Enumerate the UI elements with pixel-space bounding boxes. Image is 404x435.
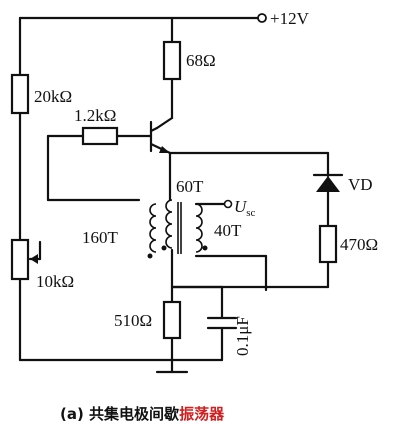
turns-160t-label: 160T xyxy=(82,228,119,247)
diode-triangle xyxy=(316,176,340,192)
emitter-arrow xyxy=(159,146,170,153)
polarity-dot-60t xyxy=(161,245,167,251)
r-collector-label: 68Ω xyxy=(186,51,216,70)
collector-lead xyxy=(155,116,174,130)
output-terminal xyxy=(223,199,233,209)
output-voltage-label: Usc xyxy=(234,197,256,219)
polarity-dot-160t xyxy=(147,253,153,259)
r-emitter-label: 510Ω xyxy=(114,311,152,330)
supply-label: +12V xyxy=(270,9,310,28)
resistor-1k2-body xyxy=(81,126,119,146)
collector-lead-end xyxy=(149,126,159,133)
coil-60t xyxy=(165,199,173,249)
pot-wiper-arrow xyxy=(30,254,38,264)
potentiometer-body xyxy=(10,238,30,281)
resistor-20k-body xyxy=(10,73,30,115)
figure-caption: (a) 共集电极间歇振荡器 xyxy=(60,405,225,423)
supply-terminal xyxy=(257,13,267,23)
resistor-470-body xyxy=(318,224,338,264)
capacitor-label: 0.1μF xyxy=(233,316,252,356)
r-base-label: 1.2kΩ xyxy=(74,106,116,125)
coil-160t xyxy=(149,203,157,253)
resistor-68-body xyxy=(162,40,182,81)
polarity-dot-40t xyxy=(202,245,208,251)
diode-label: VD xyxy=(348,175,373,194)
r-divider-label: 20kΩ xyxy=(34,87,72,106)
turns-60t-label: 60T xyxy=(176,177,204,196)
coil-40t xyxy=(195,203,203,253)
pot-label: 10kΩ xyxy=(36,272,74,291)
turns-40t-label: 40T xyxy=(214,221,242,240)
transformer xyxy=(147,199,208,259)
r-diode-label: 470Ω xyxy=(340,235,378,254)
resistor-510-body xyxy=(162,300,182,340)
